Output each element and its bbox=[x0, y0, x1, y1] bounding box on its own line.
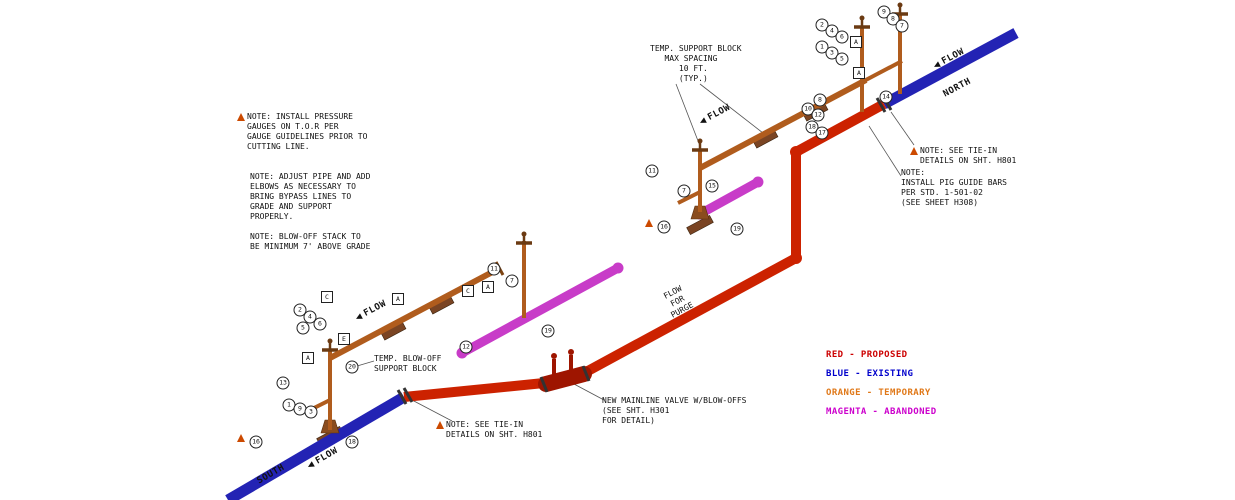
note-text: NOTE: BLOW-OFF STACK TO BE MINIMUM 7' AB… bbox=[250, 232, 371, 251]
balloon-callout-3: 3 bbox=[304, 405, 318, 419]
flow-label-text: NORTH bbox=[941, 76, 973, 100]
balloon-callout-5: 5 bbox=[296, 321, 310, 335]
flow-label-text: FLOW bbox=[706, 102, 733, 123]
direction-label: SOUTH bbox=[256, 463, 287, 487]
balloon-callout-7: 7 bbox=[505, 274, 519, 288]
detail-tag-A: A bbox=[850, 36, 862, 48]
existing-pipe-south bbox=[225, 392, 407, 500]
legend-item: RED - PROPOSED bbox=[826, 350, 908, 360]
balloon-callout-7: 7 bbox=[677, 184, 691, 198]
leader-lines bbox=[346, 83, 915, 422]
balloon-callout-5: 5 bbox=[835, 52, 849, 66]
flow-label: ◀FLOW bbox=[306, 446, 340, 472]
warning-triangle-icon bbox=[237, 434, 245, 442]
flow-label-text: FLOW bbox=[362, 298, 389, 319]
temporary-bypass bbox=[307, 2, 908, 434]
balloon-callout-2: 2 bbox=[293, 303, 307, 317]
proposed-pipeline bbox=[403, 99, 887, 402]
note-tiein-south: NOTE: SEE TIE-IN DETAILS ON SHT. H801 bbox=[436, 420, 542, 440]
note-text: TEMP. BLOW-OFF SUPPORT BLOCK bbox=[374, 354, 442, 373]
warning-triangle-icon bbox=[910, 147, 918, 155]
flow-label-text: FLOW bbox=[940, 46, 967, 67]
balloon-callout-6: 6 bbox=[835, 30, 849, 44]
detail-tag-A: A bbox=[482, 281, 494, 293]
flow-label: ◀FLOW bbox=[932, 47, 967, 72]
balloon-callout-7: 7 bbox=[895, 19, 909, 33]
note-mainline-valve: NEW MAINLINE VALVE W/BLOW-OFFS (SEE SHT.… bbox=[602, 396, 747, 426]
bypass-run-north bbox=[698, 77, 868, 171]
warning-triangle-icon bbox=[237, 113, 245, 121]
warning-triangle-icon bbox=[436, 421, 444, 429]
balloon-callout-6: 6 bbox=[313, 317, 327, 331]
mainline-valve bbox=[538, 349, 592, 393]
balloon-callout-12: 12 bbox=[811, 108, 825, 122]
note-temp-blowoff-support: TEMP. BLOW-OFF SUPPORT BLOCK bbox=[374, 354, 441, 374]
note-blowoff-stack: NOTE: BLOW-OFF STACK TO BE MINIMUM 7' AB… bbox=[250, 232, 370, 252]
note-text: TEMP. SUPPORT BLOCK MAX SPACING 10 FT. (… bbox=[650, 44, 742, 83]
warning-triangle-icon bbox=[645, 219, 653, 227]
legend-item: MAGENTA - ABANDONED bbox=[826, 407, 937, 417]
balloon-callout-20: 20 bbox=[345, 360, 359, 374]
detail-tag-C: C bbox=[321, 291, 333, 303]
tie-in-flanges bbox=[396, 95, 893, 405]
color-legend: RED - PROPOSED BLUE - EXISTING ORANGE - TE… bbox=[826, 350, 937, 426]
note-text: FLOW FOR PURGE bbox=[662, 283, 695, 320]
detail-tag-A: A bbox=[392, 293, 404, 305]
balloon-callout-4: 4 bbox=[303, 310, 317, 324]
balloon-callout-15: 15 bbox=[705, 179, 719, 193]
balloon-callout-18: 18 bbox=[345, 435, 359, 449]
balloon-callout-14: 14 bbox=[879, 90, 893, 104]
balloon-callout-19: 19 bbox=[541, 324, 555, 338]
note-text: NOTE: SEE TIE-IN DETAILS ON SHT. H801 bbox=[920, 146, 1017, 165]
detail-tag-C: C bbox=[462, 285, 474, 297]
note-text: NOTE: INSTALL PRESSURE GAUGES ON T.O.R P… bbox=[247, 112, 368, 151]
flow-arrow-icon: ◀ bbox=[305, 459, 316, 471]
balloon-callout-19: 19 bbox=[730, 222, 744, 236]
balloon-callout-17: 17 bbox=[815, 126, 829, 140]
existing-pipeline bbox=[225, 28, 1019, 500]
note-tiein-north: NOTE: SEE TIE-IN DETAILS ON SHT. H801 bbox=[910, 146, 1016, 166]
balloon-callout-13: 13 bbox=[276, 376, 290, 390]
flow-arrow-icon: ◀ bbox=[353, 311, 364, 323]
detail-tag-A: A bbox=[853, 67, 865, 79]
note-pressure-gauges: NOTE: INSTALL PRESSURE GAUGES ON T.O.R P… bbox=[237, 112, 367, 152]
pipe-pedestal bbox=[690, 205, 710, 220]
balloon-callout-16: 16 bbox=[657, 220, 671, 234]
balloon-callout-8: 8 bbox=[813, 93, 827, 107]
direction-label: NORTH bbox=[942, 76, 973, 99]
balloon-callout-16: 16 bbox=[249, 435, 263, 449]
note-text: NOTE: SEE TIE-IN DETAILS ON SHT. H801 bbox=[446, 420, 543, 439]
legend-item: BLUE - EXISTING bbox=[826, 369, 914, 379]
detail-tag-E: E bbox=[338, 333, 350, 345]
detail-tag-A: A bbox=[302, 352, 314, 364]
note-text: NOTE: ADJUST PIPE AND ADD ELBOWS AS NECE… bbox=[250, 172, 371, 221]
flow-label: ◀FLOW bbox=[354, 299, 389, 324]
note-text: NOTE: INSTALL PIG GUIDE BARS PER STD. 1-… bbox=[901, 168, 1007, 207]
flow-arrow-icon: ◀ bbox=[931, 59, 942, 71]
balloon-callout-12: 12 bbox=[459, 340, 473, 354]
note-pig-guide-bars: NOTE: INSTALL PIG GUIDE BARS PER STD. 1-… bbox=[901, 168, 1007, 208]
bypass-run-south bbox=[328, 265, 502, 361]
note-temp-support-block: TEMP. SUPPORT BLOCK MAX SPACING 10 FT. (… bbox=[650, 44, 742, 84]
balloon-callout-11: 11 bbox=[487, 262, 501, 276]
flow-arrow-icon: ◀ bbox=[697, 115, 708, 127]
label-flow-for-purge: FLOW FOR PURGE bbox=[660, 283, 695, 321]
flow-label: ◀FLOW bbox=[698, 103, 733, 128]
existing-pipe-north bbox=[881, 28, 1019, 109]
note-text: NEW MAINLINE VALVE W/BLOW-OFFS (SEE SHT.… bbox=[602, 396, 747, 425]
legend-item: ORANGE - TEMPORARY bbox=[826, 388, 931, 398]
note-adjust-pipe: NOTE: ADJUST PIPE AND ADD ELBOWS AS NECE… bbox=[250, 172, 370, 222]
flow-label-text: FLOW bbox=[313, 445, 340, 467]
balloon-callout-11: 11 bbox=[645, 164, 659, 178]
flow-label-text: SOUTH bbox=[255, 462, 287, 487]
